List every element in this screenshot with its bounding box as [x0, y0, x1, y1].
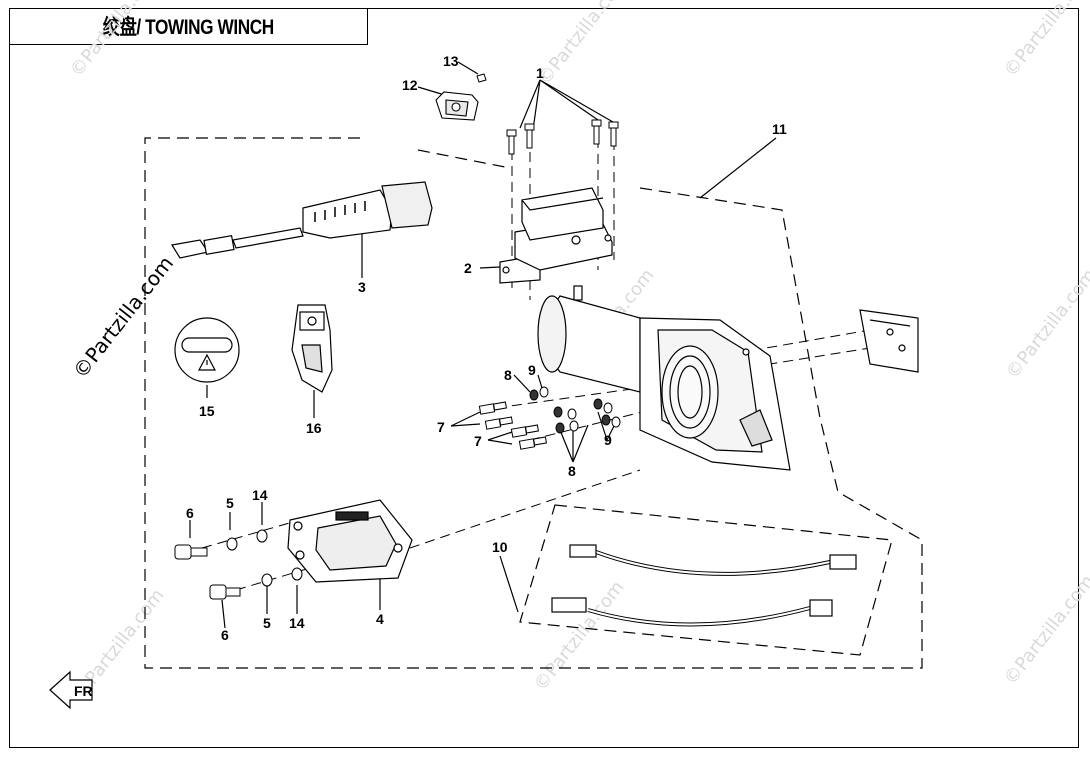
- callout-11: 11: [772, 121, 787, 137]
- callout-6b: 6: [221, 627, 229, 643]
- callout-13: 13: [443, 53, 459, 69]
- callout-14b: 14: [289, 615, 305, 631]
- callout-10: 10: [492, 539, 508, 555]
- page-title: 绞盘/ TOWING WINCH: [102, 16, 274, 39]
- title-box: 绞盘/ TOWING WINCH: [9, 8, 368, 45]
- callout-6a: 6: [186, 505, 194, 521]
- callout-7b: 7: [474, 433, 482, 449]
- warning-label-part-15: [174, 317, 240, 383]
- callout-7a: 7: [437, 419, 445, 435]
- callout-1: 1: [536, 65, 544, 81]
- callout-16: 16: [306, 420, 322, 436]
- callout-2: 2: [464, 260, 472, 276]
- remote-control-part-3: [171, 181, 433, 259]
- callout-5a: 5: [226, 495, 234, 511]
- diagram-frame: [9, 8, 1079, 748]
- front-arrow-label: FR: [74, 683, 93, 699]
- hook-part-16: [291, 304, 333, 393]
- screw-part-13: [476, 73, 487, 83]
- fasteners-7-8-9: [478, 386, 621, 450]
- cables-part-10: [551, 544, 857, 627]
- contactor-part-2: [499, 187, 613, 284]
- callout-9b: 9: [604, 432, 612, 448]
- callout-8a: 8: [504, 367, 512, 383]
- callout-3: 3: [358, 279, 366, 295]
- winch-part-11: [537, 285, 919, 471]
- bolts-part-1: [506, 119, 619, 155]
- callout-8b: 8: [568, 463, 576, 479]
- callout-14a: 14: [252, 487, 268, 503]
- fairlead-fasteners: [174, 529, 303, 600]
- callout-15: 15: [199, 403, 215, 419]
- callout-4: 4: [376, 611, 384, 627]
- front-arrow-icon: [49, 670, 93, 710]
- assembly-boundary: [144, 137, 923, 669]
- callout-12: 12: [402, 77, 418, 93]
- callout-5b: 5: [263, 615, 271, 631]
- cable-group-box: [519, 504, 893, 656]
- callout-9a: 9: [528, 362, 536, 378]
- clamp-part-12: [435, 91, 479, 121]
- fairlead-part-4: [287, 499, 413, 583]
